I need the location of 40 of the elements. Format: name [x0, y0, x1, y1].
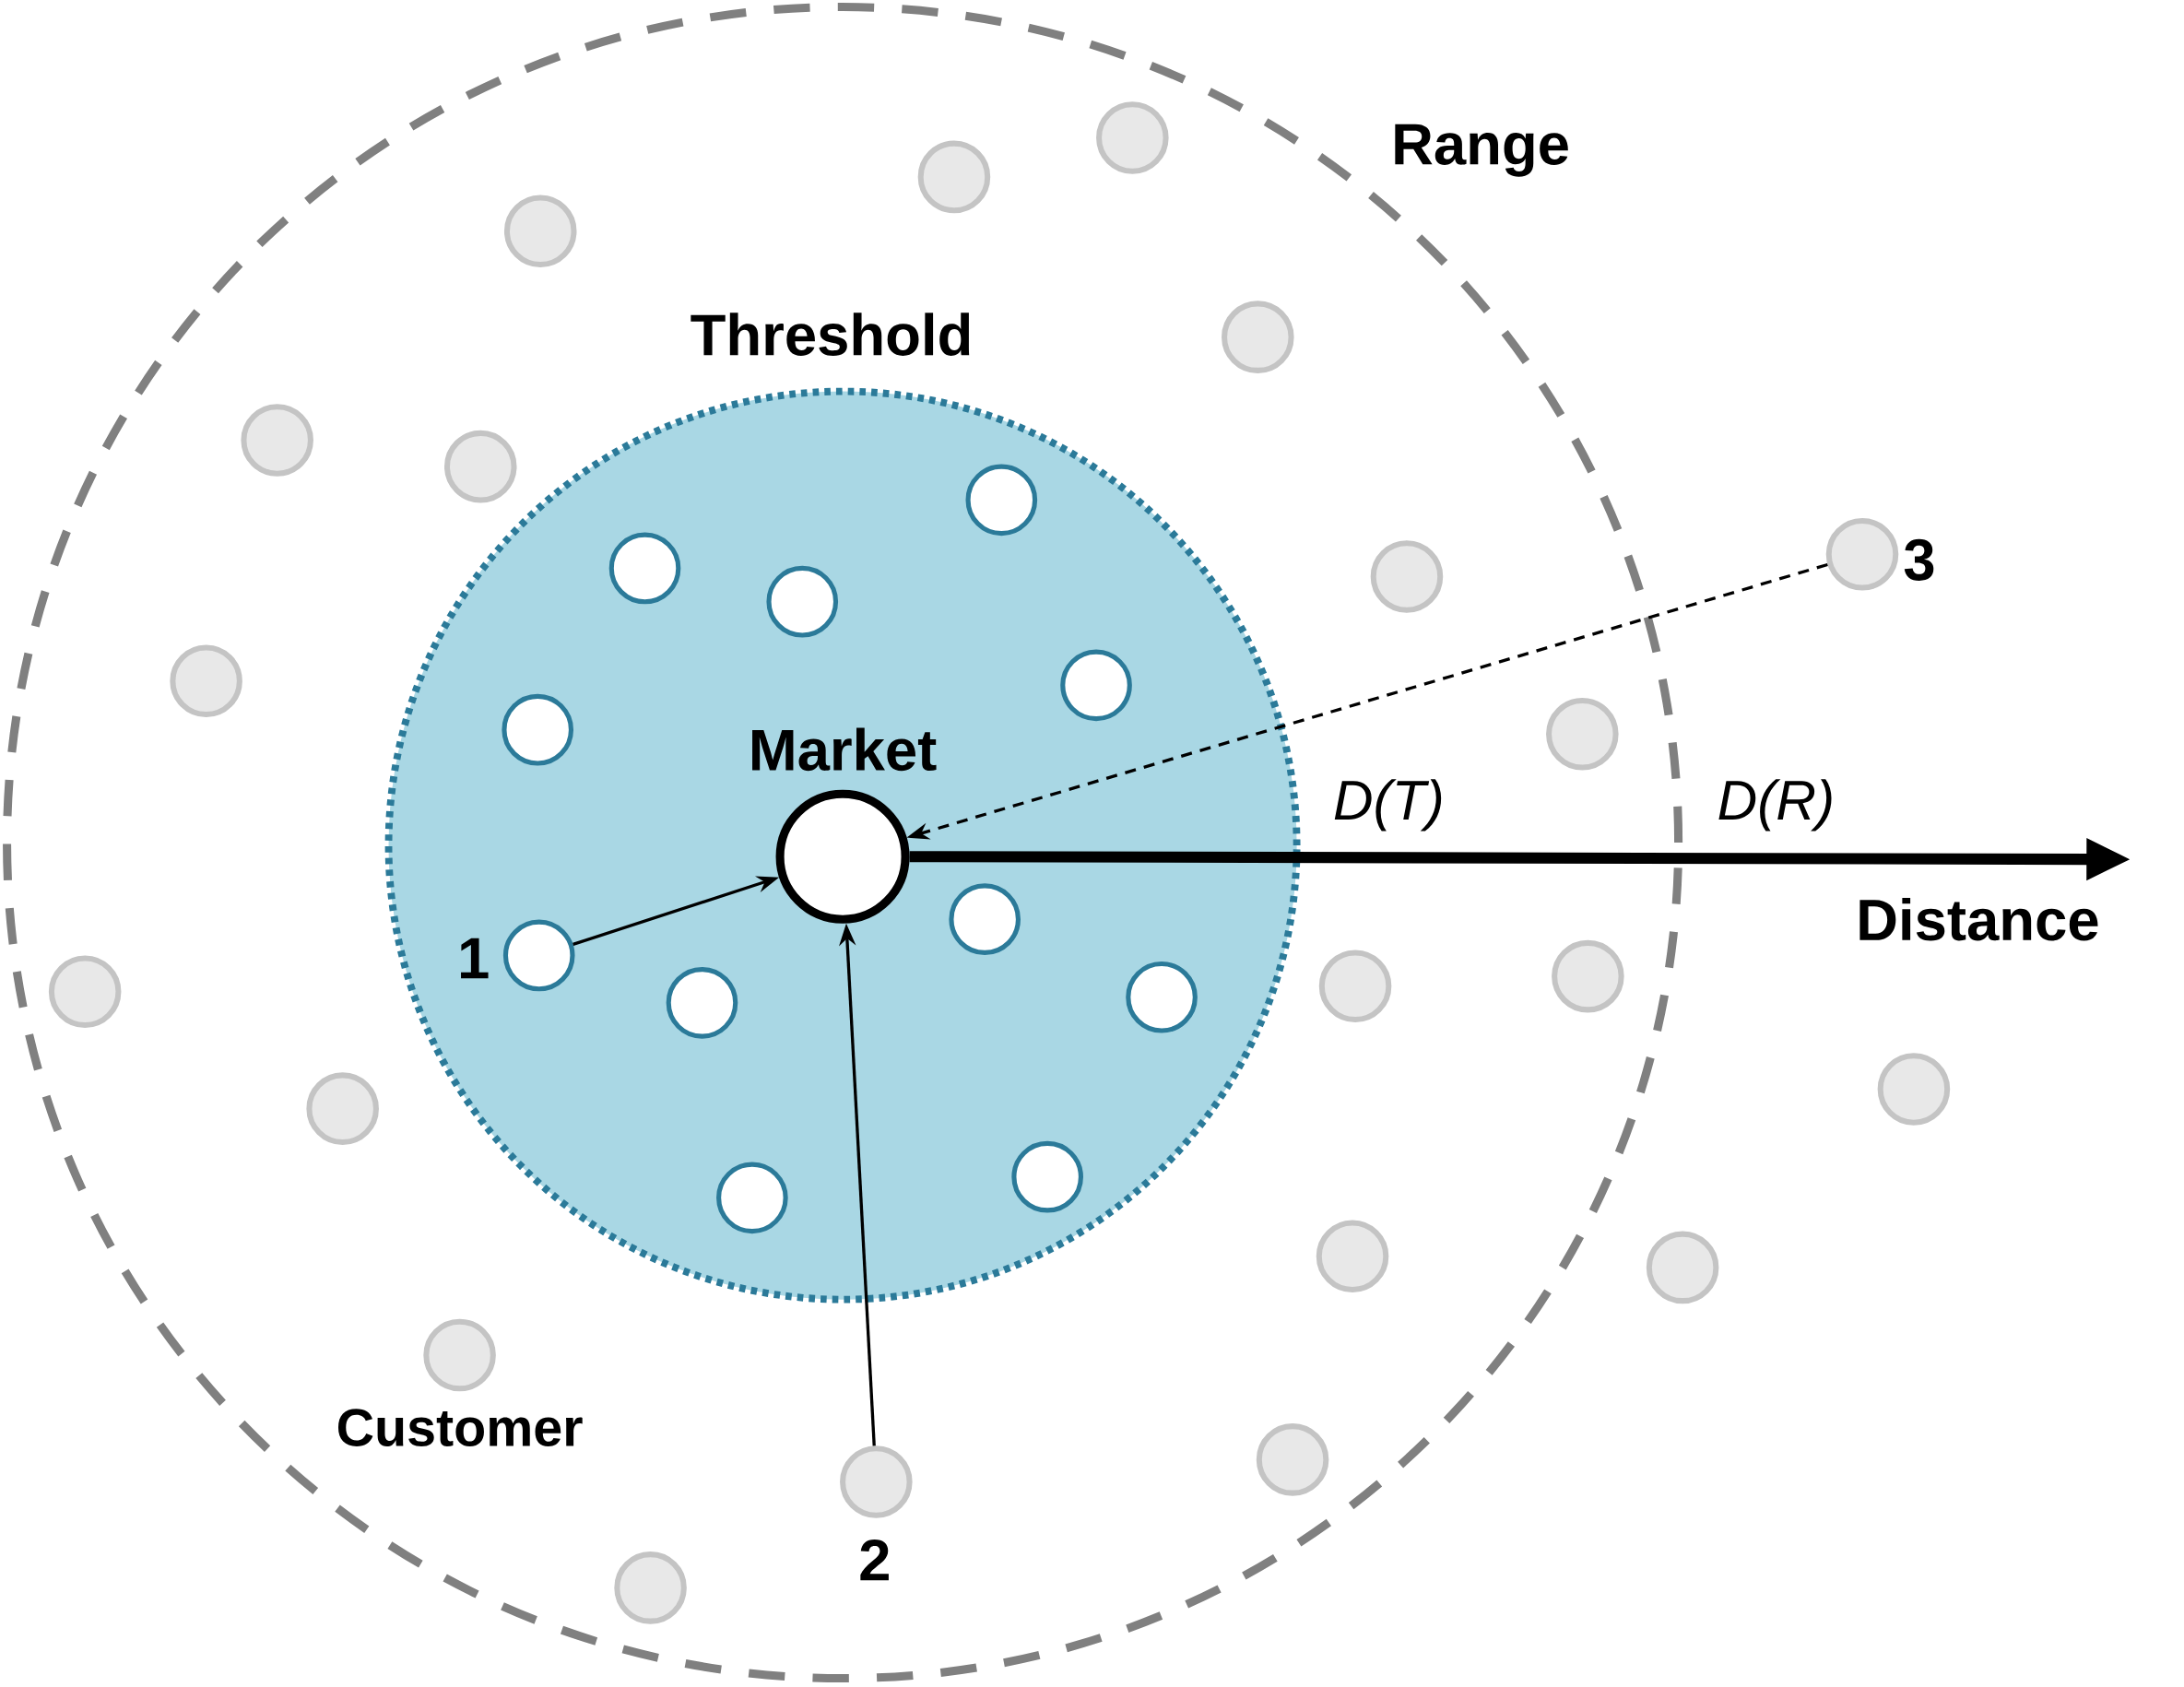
range-circle	[3, 3, 1683, 1683]
customer-circle	[1646, 1231, 1719, 1304]
customer-circle	[766, 566, 839, 638]
customer-circle	[170, 644, 242, 718]
customer-circle	[1256, 1423, 1329, 1496]
customer-circle	[306, 1072, 379, 1146]
axis-label: Distance	[1859, 898, 2098, 941]
customer-circle	[443, 431, 517, 503]
customer-circle	[1546, 698, 1619, 771]
customer-label: Customer	[337, 1409, 583, 1447]
customer-circle	[1060, 649, 1132, 722]
customer-circle	[1222, 301, 1294, 374]
customer-circle	[48, 955, 122, 1029]
customer-circle	[503, 195, 577, 268]
customer-circle	[1318, 950, 1392, 1023]
customer-circle	[666, 967, 738, 1039]
circle-title: Threshold	[691, 313, 970, 357]
customer-circle	[614, 1551, 687, 1624]
customer-circle	[1370, 540, 1444, 613]
customer-circle	[1011, 1141, 1083, 1213]
callout-number: 1	[461, 938, 489, 979]
customer-circle	[840, 1445, 913, 1518]
customer-circle	[241, 404, 313, 477]
distance-label: D(T)	[1334, 779, 1442, 832]
customer-circle	[1316, 1220, 1389, 1293]
circle-title: Market	[752, 727, 937, 772]
circle-title: Range	[1395, 124, 1568, 177]
market-circle	[775, 789, 910, 924]
customer-circle	[917, 140, 991, 214]
customer-circle	[1126, 961, 1198, 1033]
customer-circle	[1825, 518, 1899, 591]
customer-circle	[1877, 1053, 1951, 1126]
customer-circle	[716, 1162, 788, 1234]
customer-circle	[1096, 101, 1169, 175]
customer-circle	[502, 694, 574, 766]
customer-circle	[949, 883, 1021, 956]
customer-circle	[423, 1318, 496, 1392]
threshold-circle	[384, 387, 1301, 1304]
distance-label: D(R)	[1718, 779, 1832, 832]
customer-circle	[1552, 940, 1624, 1013]
